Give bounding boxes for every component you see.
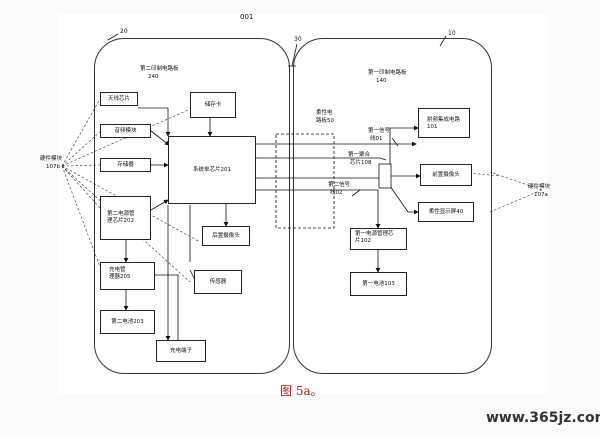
antenna-chip-block: 天线芯片: [100, 92, 138, 106]
figure-caption: 图 5a。: [280, 384, 323, 398]
hw-module-left-ref: 107b: [46, 164, 60, 170]
charge-port-block: 充电端子: [156, 340, 206, 362]
figure-ref: 001: [240, 13, 254, 21]
sensor-block: 传感器: [194, 270, 242, 294]
pm1-label-line1: 第一电源管理芯: [355, 231, 394, 237]
right-panel-ref: 10: [448, 30, 456, 37]
left-panel-ref: 20: [120, 28, 128, 35]
signal-line1-label-a: 第一信号: [368, 128, 391, 134]
left-board-ref: 240: [148, 74, 159, 80]
pm2-label-line1: 第二电源管: [107, 211, 135, 217]
pm2-block: 第二电源管 理芯片202: [100, 196, 151, 240]
hw-module-right-ref: 107a: [534, 192, 548, 198]
hw-module-right-label: 硬件模块: [528, 184, 551, 190]
combiner-label-a: 第一聚合: [348, 152, 371, 158]
flex-board-label-line1: 柔性电: [316, 110, 333, 116]
pm2-label-line2: 理芯片202: [107, 218, 134, 224]
battery2-block: 第二电池203: [100, 310, 155, 334]
memory-block: 存储器: [100, 158, 151, 172]
right-board-title: 第一印制电路板: [368, 70, 407, 76]
rear-camera-block: 后置摄像头: [202, 226, 250, 246]
charge-label-line1: 充电管: [109, 267, 126, 273]
battery1-block: 第一电池103: [350, 272, 407, 296]
pm1-label-line2: 片102: [355, 238, 371, 244]
hw-module-left-label: 硬件模块: [40, 156, 63, 162]
hinge-ref: 30: [294, 36, 302, 43]
rf-ref: 101: [427, 124, 438, 130]
audio-module-block: 音频模块: [100, 124, 151, 138]
signal-line2-label-a: 第二信号: [328, 182, 351, 188]
flex-display-block: 柔性显示屏40: [418, 202, 474, 222]
pm1-block: 第一电源管理芯 片102: [350, 228, 407, 250]
flex-board-label-line2: 路板50: [316, 118, 334, 124]
rf-label: 射频集成电路: [427, 117, 461, 123]
rf-block: 射频集成电路 101: [418, 108, 470, 138]
watermark: www.365jz.com: [486, 410, 600, 426]
storage-card-block: 储存卡: [190, 92, 236, 118]
left-board-title: 第二印制电路板: [140, 66, 179, 72]
signal-line1-label-b: 线01: [370, 136, 383, 142]
front-camera-block: 前置摄像头: [420, 164, 472, 186]
right-board-ref: 140: [376, 78, 387, 84]
soc-block: 系统单芯片201: [168, 136, 256, 204]
charge-manager-block: 充电管 理器205: [100, 262, 155, 290]
signal-line2-label-b: 线02: [330, 190, 343, 196]
combiner-label-b: 芯片108: [350, 160, 372, 166]
charge-label-line2: 理器205: [109, 274, 131, 280]
